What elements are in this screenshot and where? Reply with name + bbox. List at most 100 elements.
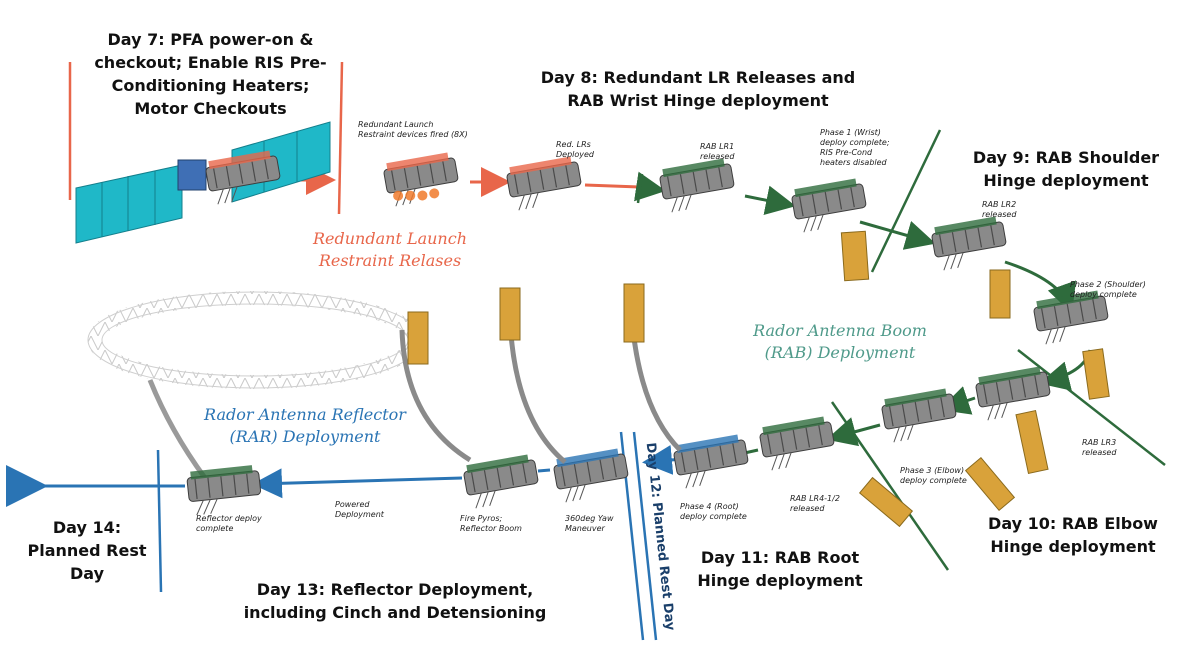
caption-line: Deployed xyxy=(556,150,595,159)
caption-line: Reflector deploy xyxy=(196,514,262,523)
caption-line: released xyxy=(1082,448,1117,457)
day14-line: Day xyxy=(69,564,104,583)
boom-stowed xyxy=(1015,409,1049,475)
caption-powered: Powered Deployment xyxy=(335,500,384,520)
caption-line: Reflector Boom xyxy=(460,524,522,533)
spacecraft-bus xyxy=(1033,290,1109,345)
caption-phase2: Phase 2 (Shoulder) deploy complete xyxy=(1070,280,1146,300)
spacecraft-bus xyxy=(186,465,262,516)
caption-line: heaters disabled xyxy=(820,158,887,167)
launch-restraint-phase-label: Redundant Launch Restraint Relases xyxy=(285,228,495,272)
day14-divider xyxy=(156,449,163,593)
spacecraft-bus xyxy=(673,434,749,489)
day10-line: Hinge deployment xyxy=(990,537,1156,556)
day9-heading: Day 9: RAB Shoulder Hinge deployment xyxy=(966,146,1166,192)
caption-rab-lr1: RAB LR1 released xyxy=(700,142,734,162)
caption-line: Fire Pyros; xyxy=(460,514,503,523)
boom-stowed xyxy=(1082,348,1110,400)
caption-launch-devices: Redundant Launch Restraint devices fired… xyxy=(358,120,468,140)
boom-stowed xyxy=(623,283,645,343)
day13-line: Day 13: Reflector Deployment, xyxy=(256,580,534,599)
spacecraft-bus xyxy=(506,156,582,211)
solar-array xyxy=(75,121,331,244)
rab-phase-label: Rador Antenna Boom (RAB) Deployment xyxy=(735,320,945,364)
day7-divider-right xyxy=(337,61,344,215)
caption-rab-lr4: RAB LR4-1/2 released xyxy=(790,494,840,514)
caption-line: complete xyxy=(196,524,234,533)
boom-stowed xyxy=(840,230,870,282)
boom-stowed xyxy=(964,456,1016,512)
antenna-booms xyxy=(399,230,1110,528)
caption-line: 360deg Yaw xyxy=(565,514,614,523)
rar-phase-label: Rador Antenna Reflector (RAR) Deployment xyxy=(185,404,425,448)
day14-line: Planned Rest xyxy=(27,541,147,560)
day10-line: Day 10: RAB Elbow xyxy=(988,514,1158,533)
caption-line: Maneuver xyxy=(565,524,605,533)
caption-line: released xyxy=(982,210,1017,219)
caption-line: Deployment xyxy=(335,510,384,519)
caption-yaw: 360deg Yaw Maneuver xyxy=(565,514,614,534)
spacecraft-bus xyxy=(931,216,1007,271)
spacecraft-bus xyxy=(659,158,735,213)
caption-line: deploy complete xyxy=(680,512,747,521)
day14-heading: Day 14: Planned Rest Day xyxy=(22,516,152,585)
caption-line: RIS Pre-Cond xyxy=(820,148,873,157)
spacecraft-layer xyxy=(186,150,1109,516)
caption-line: Redundant Launch xyxy=(358,120,434,129)
caption-line: Red. LRs xyxy=(556,140,591,149)
day7-line: checkout; Enable RIS Pre- xyxy=(94,53,327,72)
caption-line: RAB LR2 xyxy=(982,200,1017,209)
day14-line: Day 14: xyxy=(52,518,122,537)
day7-heading: Day 7: PFA power-on & checkout; Enable R… xyxy=(78,28,343,120)
caption-rab-lr3: RAB LR3 released xyxy=(1082,438,1116,458)
caption-line: deploy complete xyxy=(900,476,967,485)
caption-line: deploy complete xyxy=(1070,290,1137,299)
phase-line: Rador Antenna Reflector xyxy=(204,405,406,424)
day9-line: Day 9: RAB Shoulder xyxy=(972,148,1160,167)
caption-phase3: Phase 3 (Elbow) deploy complete xyxy=(900,466,967,486)
spacecraft-bus xyxy=(383,152,459,207)
caption-line: Phase 3 (Elbow) xyxy=(900,466,965,475)
boom-stowed xyxy=(499,287,521,341)
day9-divider xyxy=(870,129,942,273)
spacecraft-bus xyxy=(975,366,1051,421)
day8-line: Day 8: Redundant LR Releases and xyxy=(540,68,856,87)
caption-line: Phase 4 (Root) xyxy=(680,502,739,511)
day8-heading: Day 8: Redundant LR Releases and RAB Wri… xyxy=(520,66,876,112)
spacecraft-bus xyxy=(463,454,539,509)
timeline-blue xyxy=(5,444,741,507)
day8-tick xyxy=(636,173,644,204)
caption-line: released xyxy=(790,504,825,513)
caption-red-lrs: Red. LRs Deployed xyxy=(556,140,594,160)
caption-line: Powered xyxy=(335,500,370,509)
spacecraft-bus xyxy=(205,150,281,205)
caption-line: deploy complete; xyxy=(820,138,890,147)
phase-line: Redundant Launch xyxy=(312,229,467,248)
day11-line: Day 11: RAB Root xyxy=(700,548,860,567)
day11-divider xyxy=(830,401,950,571)
day7-line: Conditioning Heaters; xyxy=(111,76,310,95)
caption-line: Restraint devices fired (8X) xyxy=(358,130,468,139)
caption-line: Phase 2 (Shoulder) xyxy=(1070,280,1146,289)
day13-heading: Day 13: Reflector Deployment, including … xyxy=(230,578,560,624)
phase-line: Restraint Relases xyxy=(318,251,462,270)
day13-line: including Cinch and Detensioning xyxy=(243,603,547,622)
caption-fire-pyros: Fire Pyros; Reflector Boom xyxy=(460,514,522,534)
spacecraft-bus xyxy=(791,178,867,233)
phase-line: (RAR) Deployment xyxy=(229,427,381,446)
phase-line: (RAB) Deployment xyxy=(764,343,916,362)
spacecraft-bus xyxy=(759,416,835,471)
spacecraft-bus xyxy=(553,448,629,503)
day10-divider xyxy=(1017,349,1166,466)
caption-phase4: Phase 4 (Root) deploy complete xyxy=(680,502,747,522)
day10-heading: Day 10: RAB Elbow Hinge deployment xyxy=(978,512,1168,558)
phase-line: Rador Antenna Boom xyxy=(753,321,927,340)
caption-line: released xyxy=(700,152,735,161)
caption-line: Phase 1 (Wrist) xyxy=(820,128,881,137)
reflector-ring xyxy=(87,291,423,480)
boom-stowed xyxy=(989,269,1011,319)
day8-line: RAB Wrist Hinge deployment xyxy=(567,91,829,110)
spacecraft-bus xyxy=(881,388,957,443)
day9-line: Hinge deployment xyxy=(983,171,1149,190)
